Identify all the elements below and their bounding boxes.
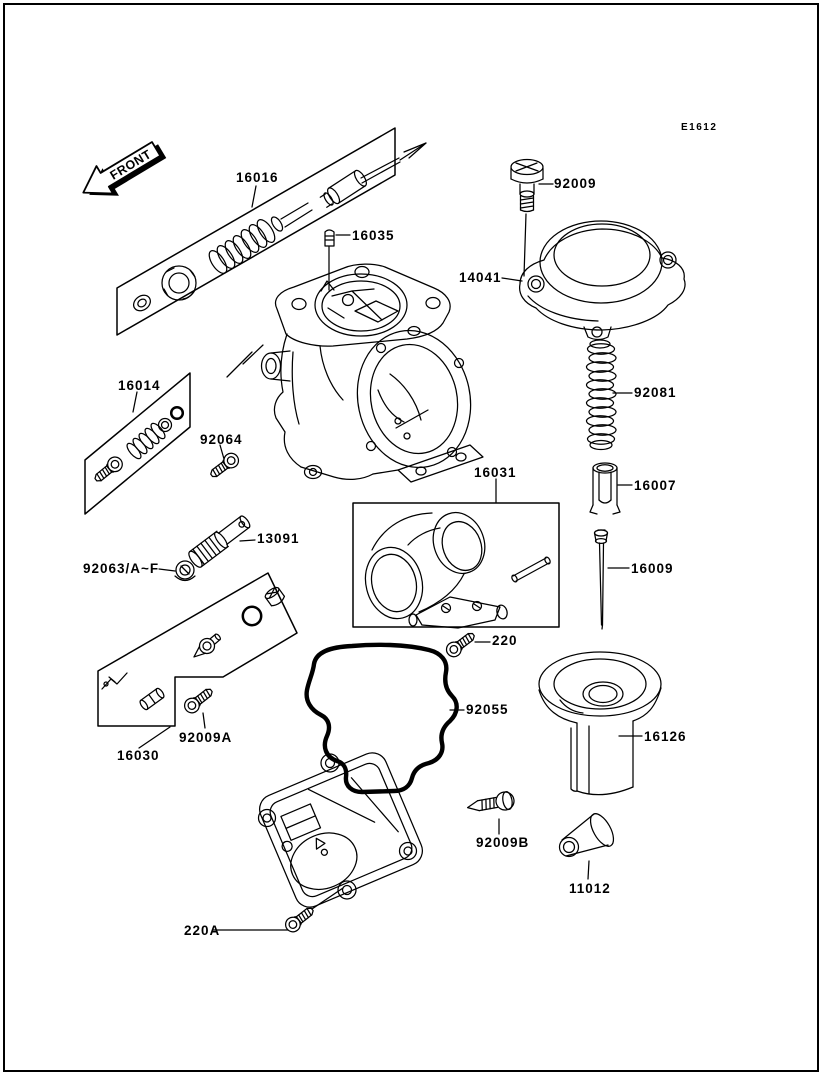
front-arrow: FRONT [82,141,167,196]
part-13091-drawing [188,515,251,568]
part-label-92063: 92063/A~F [83,561,160,576]
part-92009-drawing [510,158,544,213]
part-92063-drawing [174,560,196,582]
part-label-92009a: 92009A [179,730,233,745]
part-14041-drawing [518,220,686,341]
part-label-16014: 16014 [118,378,161,393]
part-label-16030: 16030 [117,748,160,763]
part-16031-drawing [352,502,560,629]
part-label-14041: 14041 [459,270,502,285]
part-label-92009: 92009 [554,176,597,191]
part-label-92064: 92064 [200,432,243,447]
part-16016-drawing [116,127,427,336]
part-92009a-drawing [181,684,217,717]
part-16009-drawing [593,529,609,630]
part-92081-drawing [585,339,617,451]
carburetor-body-drawing [226,263,484,483]
part-220-drawing [442,628,479,661]
part-92064-drawing [206,449,243,482]
part-label-16031: 16031 [474,465,517,480]
part-92055-drawing [304,642,459,795]
part-16014-drawing [84,372,191,515]
diagram-code: E1612 [681,122,718,133]
part-label-16007: 16007 [634,478,677,493]
part-16035-drawing [324,229,335,247]
part-16030-drawing [97,572,298,727]
part-16126-drawing [538,651,662,796]
part-label-16016: 16016 [236,170,279,185]
part-label-92055: 92055 [466,702,509,717]
float-bowl-drawing [257,752,423,908]
part-label-220: 220 [492,633,518,648]
part-16007-drawing [589,462,621,515]
part-label-16035: 16035 [352,228,395,243]
part-label-92009b: 92009B [476,835,530,850]
part-label-16009: 16009 [631,561,674,576]
part-label-11012: 11012 [569,881,611,896]
part-label-92081: 92081 [634,385,677,400]
part-92009b-drawing [466,791,515,812]
leader-lines [132,183,643,931]
part-label-220a: 220A [184,923,221,938]
part-label-16126: 16126 [644,729,687,744]
part-label-13091: 13091 [257,531,300,546]
part-11012-drawing [558,813,615,858]
